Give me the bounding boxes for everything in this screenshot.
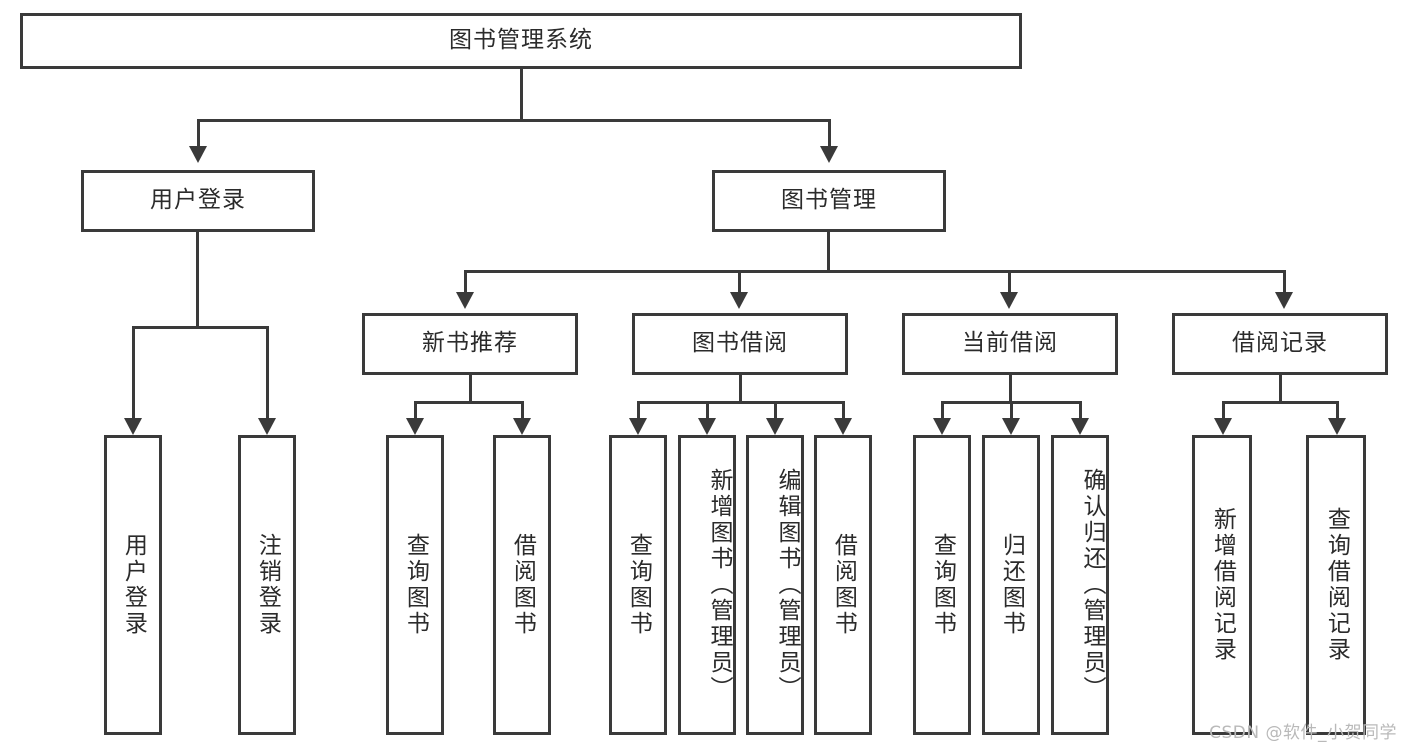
leaf-borrow-record-add-record[interactable]: 新增借阅记录 [1192,435,1252,735]
connector-user-login-to-leaf-2 [266,326,269,418]
connector-root-to-book-management [828,119,831,146]
connector-bm-to-borrow-record [1283,270,1286,292]
leaf-book-borrow-edit-book-admin[interactable]: 编辑图书（管理员） [746,435,804,735]
arrowhead-bm-to-book-borrow [730,292,748,309]
node-label: 确认归还（管理员） [1079,468,1105,702]
node-label: 当前借阅 [962,330,1058,357]
node-label: 编辑图书（管理员） [774,468,800,702]
node-label: 查询图书 [625,533,652,637]
node-label: 用户登录 [120,533,147,637]
node-label: 借阅图书 [509,533,536,637]
connector-root-to-user-login [197,119,200,146]
connector-bm-to-new-book [464,270,467,292]
node-user-login[interactable]: 用户登录 [81,170,315,232]
connector-user-login-stem [196,232,199,326]
leaf-user-login-logout[interactable]: 注销登录 [238,435,296,735]
connector-new-book-to-leaf-1 [414,401,417,418]
arrowhead-new-book-to-leaf-1 [406,418,424,435]
leaf-new-book-query-book[interactable]: 查询图书 [386,435,444,735]
connector-user-login-bus [132,326,269,329]
connector-borrow-record-to-leaf-2 [1336,401,1339,418]
leaf-book-borrow-borrow-book[interactable]: 借阅图书 [814,435,872,735]
node-label: 图书管理 [781,187,877,214]
node-label: 查询图书 [929,533,956,637]
node-label: 注销登录 [254,533,281,637]
leaf-book-borrow-add-book-admin[interactable]: 新增图书（管理员） [678,435,736,735]
arrowhead-bm-to-new-book [456,292,474,309]
node-label: 归还图书 [998,533,1025,637]
leaf-current-borrow-confirm-return-admin[interactable]: 确认归还（管理员） [1051,435,1109,735]
arrowhead-bm-to-borrow-record [1275,292,1293,309]
leaf-current-borrow-return-book[interactable]: 归还图书 [982,435,1040,735]
node-label: 查询借阅记录 [1323,507,1350,663]
node-label: 用户登录 [150,187,246,214]
connector-root-stem [520,69,523,119]
node-new-book-recommend[interactable]: 新书推荐 [362,313,578,375]
arrowhead-borrow-record-to-leaf-2 [1328,418,1346,435]
arrowhead-current-borrow-to-leaf-2 [1002,418,1020,435]
connector-current-borrow-to-leaf-1 [941,401,944,418]
connector-current-borrow-to-leaf-2 [1010,401,1013,418]
arrowhead-current-borrow-to-leaf-3 [1071,418,1089,435]
connector-book-borrow-to-leaf-4 [842,401,845,418]
arrowhead-user-login-to-leaf-1 [124,418,142,435]
node-label: 借阅图书 [830,533,857,637]
connector-borrow-record-stem [1279,375,1282,401]
arrowhead-book-borrow-to-leaf-2 [698,418,716,435]
connector-book-management-bus [464,270,1286,273]
arrowhead-borrow-record-to-leaf-1 [1214,418,1232,435]
node-label: 新书推荐 [422,330,518,357]
leaf-borrow-record-query-record[interactable]: 查询借阅记录 [1306,435,1366,735]
connector-current-borrow-stem [1009,375,1012,401]
connector-new-book-to-leaf-2 [521,401,524,418]
connector-book-borrow-to-leaf-2 [706,401,709,418]
node-current-borrow[interactable]: 当前借阅 [902,313,1118,375]
connector-current-borrow-to-leaf-3 [1079,401,1082,418]
node-book-borrow[interactable]: 图书借阅 [632,313,848,375]
connector-book-borrow-to-leaf-3 [774,401,777,418]
connector-book-management-stem [827,232,830,270]
node-label: 借阅记录 [1232,330,1328,357]
node-label: 图书借阅 [692,330,788,357]
arrowhead-new-book-to-leaf-2 [513,418,531,435]
arrowhead-root-to-book-management [820,146,838,163]
arrowhead-book-borrow-to-leaf-4 [834,418,852,435]
connector-new-book-stem [469,375,472,401]
node-label: 查询图书 [402,533,429,637]
leaf-current-borrow-query-book[interactable]: 查询图书 [913,435,971,735]
connector-user-login-to-leaf-1 [132,326,135,418]
connector-book-borrow-stem [739,375,742,401]
connector-root-bus [197,119,831,122]
connector-book-borrow-bus [637,401,845,404]
arrowhead-current-borrow-to-leaf-1 [933,418,951,435]
connector-book-borrow-to-leaf-1 [637,401,640,418]
node-root-book-management-system[interactable]: 图书管理系统 [20,13,1022,69]
connector-borrow-record-to-leaf-1 [1222,401,1225,418]
connector-bm-to-current-borrow [1008,270,1011,292]
leaf-new-book-borrow-book[interactable]: 借阅图书 [493,435,551,735]
node-borrow-record[interactable]: 借阅记录 [1172,313,1388,375]
watermark-text: CSDN @软件_小贺同学 [1209,723,1397,743]
arrowhead-bm-to-current-borrow [1000,292,1018,309]
arrowhead-root-to-user-login [189,146,207,163]
connector-borrow-record-bus [1222,401,1339,404]
node-book-management[interactable]: 图书管理 [712,170,946,232]
arrowhead-book-borrow-to-leaf-3 [766,418,784,435]
leaf-book-borrow-query-book[interactable]: 查询图书 [609,435,667,735]
arrowhead-user-login-to-leaf-2 [258,418,276,435]
arrowhead-book-borrow-to-leaf-1 [629,418,647,435]
node-label: 新增图书（管理员） [706,468,732,702]
node-label: 图书管理系统 [449,27,593,54]
leaf-user-login-login[interactable]: 用户登录 [104,435,162,735]
node-label: 新增借阅记录 [1209,507,1236,663]
connector-bm-to-book-borrow [738,270,741,292]
connector-new-book-bus [414,401,524,404]
